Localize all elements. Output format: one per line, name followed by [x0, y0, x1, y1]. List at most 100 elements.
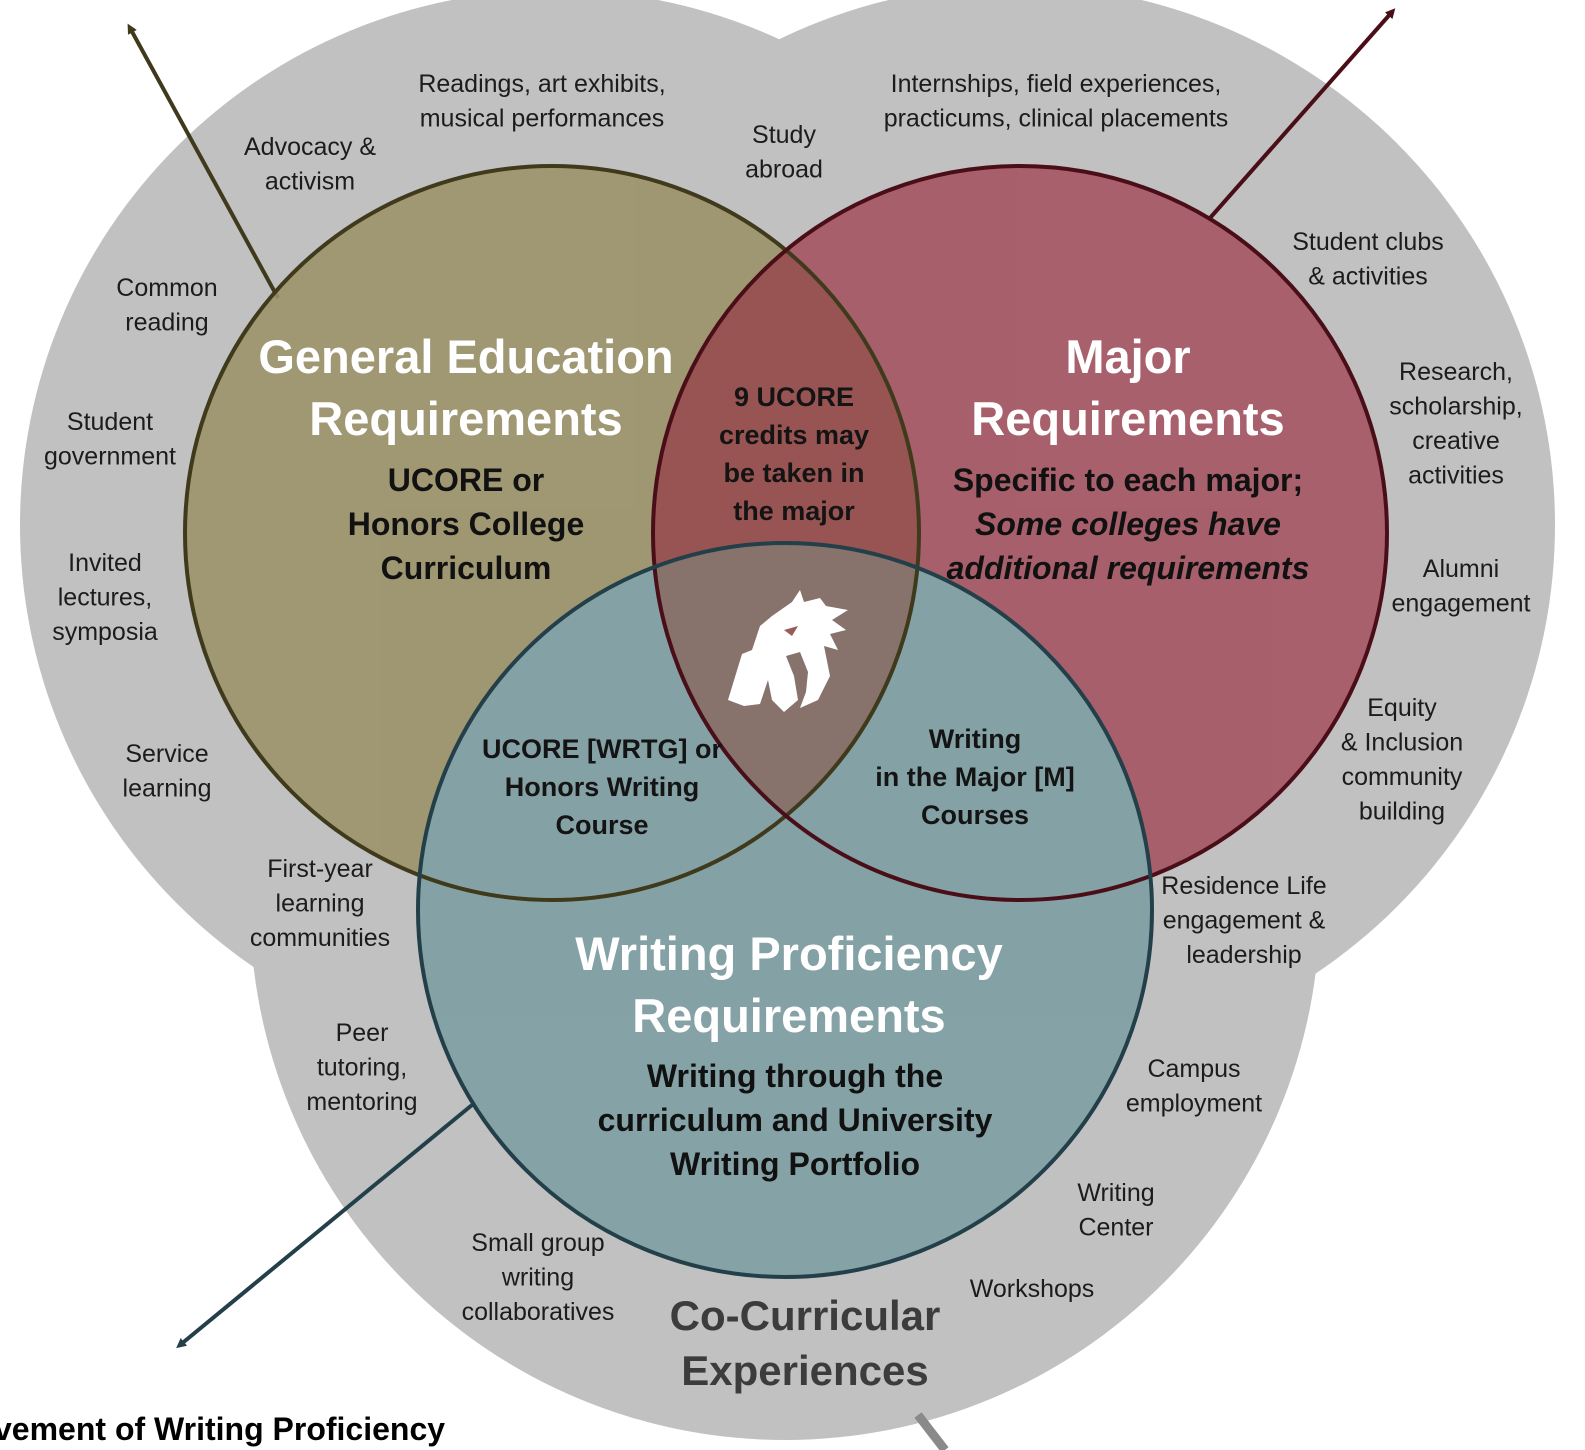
co-curricular-item-line: Student clubs [1292, 228, 1444, 256]
co-curricular-item-line: symposia [52, 618, 158, 646]
major-arrow [1208, 8, 1396, 220]
overlap-line: UCORE [WRTG] or [482, 734, 722, 764]
co-curricular-item-line: learning [123, 775, 212, 803]
co-curricular-item-line: musical performances [420, 105, 665, 133]
co-curricular-item: Service learning [123, 740, 212, 803]
co-curricular-item: Student government [44, 408, 176, 471]
co-curricular-item-line: First-year [267, 855, 373, 883]
writing-arrow [176, 1103, 474, 1349]
gen-major-overlap-tint [652, 250, 920, 816]
co-curricular-item-line: Internships, field experiences, [891, 70, 1222, 98]
overlap-line: Writing [929, 724, 1021, 754]
co-curricular-item-line: writing [501, 1264, 574, 1292]
gen-ed-arrow [127, 23, 280, 299]
gen-ed-title-line-1: General Education [258, 330, 673, 383]
co-curricular-item-line: Readings, art exhibits, [418, 70, 665, 98]
co-curricular-item-line: employment [1126, 1090, 1262, 1118]
co-curricular-arrow [914, 1412, 949, 1450]
major-title-line-1: Major [1065, 330, 1190, 383]
co-curricular-item-line: Workshops [970, 1275, 1095, 1303]
co-curricular-item-line: reading [125, 309, 208, 337]
writing-subtitle-line-3: Writing Portfolio [670, 1146, 920, 1182]
co-curricular-item-line: tutoring, [317, 1054, 407, 1082]
overlap-line: 9 UCORE [734, 382, 854, 412]
co-curricular-item-line: Advocacy & [244, 133, 376, 161]
major-subtitle-line-2: Some colleges have [975, 506, 1281, 542]
overlap-line: Courses [921, 800, 1029, 830]
writing-title-line-1: Writing Proficiency [575, 927, 1002, 980]
co-curricular-item-line: Center [1078, 1214, 1153, 1242]
major-subtitle-line-3: additional requirements [947, 550, 1310, 586]
co-curricular-item-line: Service [125, 740, 208, 768]
overlap-line: credits may [719, 420, 869, 450]
writing-title-line-2: Requirements [632, 989, 945, 1042]
overlap-line: Honors Writing [505, 772, 699, 802]
co-curricular-item-line: community [1342, 763, 1463, 791]
major-writing-overlap-text: Writing in the Major [M] Courses [875, 724, 1074, 830]
co-curricular-item-line: Campus [1147, 1055, 1240, 1083]
major-title-line-2: Requirements [971, 392, 1284, 445]
co-curricular-item-line: Student [67, 408, 153, 436]
overlap-line: be taken in [723, 458, 864, 488]
co-curricular-item: Internships, field experiences, practicum… [884, 70, 1229, 133]
co-curricular-item-line: Residence Life [1161, 872, 1326, 900]
co-curricular-title-line-1: Co-Curricular [670, 1292, 941, 1339]
co-curricular-item: Research, scholarship, creative activities [1389, 358, 1522, 490]
co-curricular-item-line: activities [1408, 462, 1504, 490]
co-curricular-item-line: lectures, [58, 584, 152, 612]
co-curricular-item-line: Writing [1077, 1179, 1154, 1207]
co-curricular-item-line: government [44, 443, 176, 471]
co-curricular-item-line: & activities [1308, 263, 1427, 291]
writing-subtitle-line-2: curriculum and University [598, 1102, 993, 1138]
co-curricular-item-line: building [1359, 798, 1445, 826]
co-curricular-item-line: mentoring [306, 1088, 417, 1116]
co-curricular-title: Co-Curricular Experiences [670, 1292, 941, 1394]
co-curricular-item-line: leadership [1186, 941, 1301, 969]
co-curricular-item-line: creative [1412, 427, 1500, 455]
co-curricular-item-line: scholarship, [1389, 393, 1522, 421]
co-curricular-item-line: Study [752, 121, 816, 149]
gen-major-overlap-text: 9 UCORE credits may be taken in the majo… [719, 382, 869, 526]
overlap-line: the major [733, 496, 855, 526]
writing-text: Writing Proficiency Requirements Writing… [575, 927, 1002, 1182]
co-curricular-item-line: practicums, clinical placements [884, 105, 1229, 133]
co-curricular-item: Workshops [970, 1275, 1095, 1303]
co-curricular-item-line: Common [116, 274, 217, 302]
co-curricular-item: Residence Life engagement & leadership [1161, 872, 1326, 969]
gen-ed-subtitle-line-2: Honors College [348, 506, 584, 542]
co-curricular-item: Peer tutoring, mentoring [306, 1019, 417, 1116]
co-curricular-item-line: engagement & [1163, 907, 1326, 935]
co-curricular-items: Readings, art exhibits, musical performan… [44, 70, 1531, 1326]
overlap-line: Course [555, 810, 648, 840]
co-curricular-item-line: communities [250, 924, 390, 952]
gen-ed-subtitle-line-1: UCORE or [388, 462, 544, 498]
co-curricular-item: Study abroad [745, 121, 823, 184]
major-text: Major Requirements Specific to each majo… [947, 330, 1310, 586]
gen-writing-overlap-text: UCORE [WRTG] or Honors Writing Course [482, 734, 722, 840]
cougar-head-logo [728, 590, 848, 712]
footer-caption: vement of Writing Proficiency [0, 1411, 445, 1447]
co-curricular-item-line: Research, [1399, 358, 1513, 386]
co-curricular-item-line: abroad [745, 156, 823, 184]
co-curricular-item: First-year learning communities [250, 855, 390, 952]
co-curricular-item-line: Small group [471, 1229, 604, 1257]
co-curricular-title-line-2: Experiences [681, 1347, 929, 1394]
writing-circle [418, 543, 1152, 1277]
co-curricular-item: Common reading [116, 274, 217, 337]
co-curricular-item: Readings, art exhibits, musical performan… [418, 70, 665, 133]
co-curricular-item-line: learning [276, 890, 365, 918]
co-curricular-item: Advocacy & activism [244, 133, 376, 196]
overlap-line: in the Major [M] [875, 762, 1074, 792]
gen-ed-subtitle-line-3: Curriculum [381, 550, 552, 586]
co-curricular-item-line: Peer [336, 1019, 389, 1047]
gen-ed-title-line-2: Requirements [309, 392, 622, 445]
co-curricular-item-line: activism [265, 168, 355, 196]
gen-ed-text: General Education Requirements UCORE or … [258, 330, 673, 586]
co-curricular-item-line: & Inclusion [1341, 729, 1463, 757]
